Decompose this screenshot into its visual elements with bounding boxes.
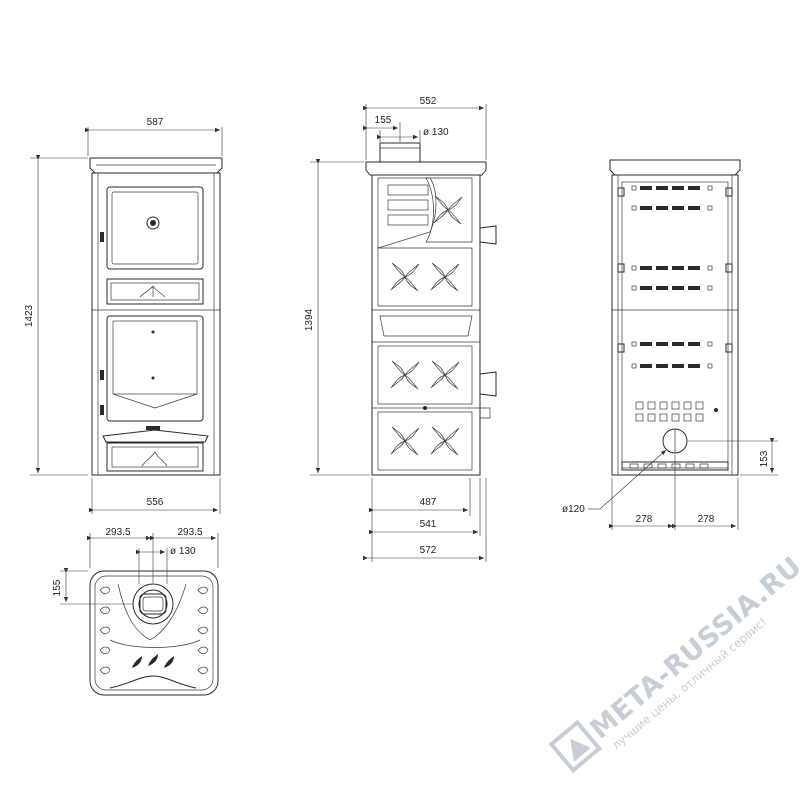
- top-flue-offset-label: 155: [52, 579, 63, 596]
- rear-flue-height-label: 153: [759, 450, 770, 467]
- top-flue-diameter-label: ø 130: [170, 546, 196, 557]
- front-view: [89, 157, 223, 476]
- watermark: META-RUSSIA.RU лучшие цены, отличный сер…: [548, 551, 800, 774]
- rear-half-left-label: 278: [636, 514, 653, 525]
- side-depth-3-label: 572: [420, 545, 437, 556]
- side-depth-top-label: 552: [420, 96, 437, 107]
- side-flue-offset-label: 155: [375, 115, 392, 126]
- side-view: [365, 142, 497, 476]
- side-depth-2-label: 541: [420, 519, 437, 530]
- watermark-logo: [548, 719, 603, 774]
- top-view: [89, 570, 219, 696]
- rear-dimensions: 153 ø120 278 278: [562, 438, 778, 530]
- front-width-base-label: 556: [147, 497, 164, 508]
- side-height-label: 1394: [304, 308, 315, 331]
- rear-square-grid: [635, 401, 718, 422]
- front-width-top-label: 587: [147, 117, 164, 128]
- front-dimensions: 587 1423 556: [24, 117, 223, 514]
- top-dimensions: 293.5 293.5 ø 130 155: [52, 527, 219, 605]
- top-half-left-label: 293.5: [105, 527, 130, 538]
- rear-vent-row-1: [617, 185, 733, 211]
- top-half-right-label: 293.5: [177, 527, 202, 538]
- side-depth-1-label: 487: [420, 497, 437, 508]
- side-dimensions: 552 155 ø 130 1394 487 541 572: [304, 96, 487, 562]
- rear-vent-row-2: [617, 263, 733, 291]
- side-flue-diameter-label: ø 130: [423, 127, 449, 138]
- rear-flue-diameter-label: ø120: [562, 504, 585, 515]
- rear-vent-row-3: [617, 341, 733, 369]
- watermark-brand: META-RUSSIA.RU: [585, 551, 800, 745]
- front-height-label: 1423: [24, 304, 35, 327]
- rear-view: [609, 159, 741, 476]
- rear-half-right-label: 278: [698, 514, 715, 525]
